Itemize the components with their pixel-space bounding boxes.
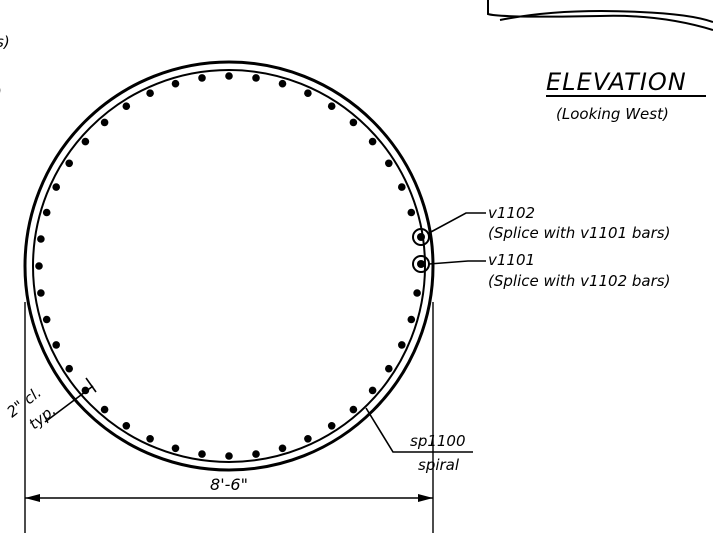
elevation-title: ELEVATION xyxy=(546,68,687,96)
rebar-dot xyxy=(398,183,406,191)
rebar-dot xyxy=(171,444,180,453)
rebar-dot xyxy=(42,208,51,217)
elevation-fragment xyxy=(487,0,713,31)
v1102-label: v1102 xyxy=(488,204,535,222)
rebar-dot xyxy=(225,72,233,80)
rebar-dot xyxy=(327,102,336,110)
rebar-dot xyxy=(81,137,90,146)
v1101-note: (Splice with v1102 bars) xyxy=(488,272,670,290)
rebar-dot xyxy=(52,341,60,349)
spiral-label: spiral xyxy=(418,456,460,474)
rebar-dot xyxy=(304,435,312,443)
rebar-dot xyxy=(225,452,233,460)
rebar-dot xyxy=(198,450,206,458)
rebar-dot xyxy=(407,315,416,324)
v1102-leader xyxy=(428,212,486,234)
rebar-dot xyxy=(278,444,287,453)
rebar-dot xyxy=(35,262,43,270)
left-fragment-2: ) xyxy=(0,83,2,101)
rebar-dot xyxy=(100,118,109,127)
rebar-dot xyxy=(65,159,73,168)
v1101-label: v1101 xyxy=(488,251,535,269)
rebar-dot xyxy=(146,89,154,97)
dimension-arrow-left xyxy=(25,494,40,502)
rebar-dot xyxy=(37,235,45,243)
spiral-circle xyxy=(32,69,426,463)
v1101-bar xyxy=(417,260,425,268)
rebar-dot xyxy=(42,315,51,324)
rebar-dot xyxy=(385,159,393,168)
rebar-dot xyxy=(368,137,377,146)
rebar-dot xyxy=(37,289,45,297)
rebar-dot xyxy=(278,79,287,88)
clearance-tick xyxy=(85,377,97,393)
v1102-note: (Splice with v1101 bars) xyxy=(488,224,670,242)
rebar-dot xyxy=(407,208,416,217)
v1102-bar-ring xyxy=(412,228,430,246)
rebar-dot xyxy=(146,435,154,443)
rebar-dot xyxy=(52,183,60,191)
elevation-subtitle: (Looking West) xyxy=(556,105,669,123)
column-outer-circle xyxy=(23,60,435,472)
v1102-bar xyxy=(417,233,425,241)
rebar-dot xyxy=(65,364,73,373)
dimension-text: 8'-6" xyxy=(210,475,248,494)
rebar-dot xyxy=(413,289,421,297)
longitudinal-bars xyxy=(35,72,421,460)
rebar-dot xyxy=(122,422,131,430)
spiral-leader xyxy=(365,407,473,453)
v1101-leader xyxy=(428,260,486,265)
spiral-mark: sp1100 xyxy=(410,432,466,450)
rebar-dot xyxy=(398,341,406,349)
rebar-dot xyxy=(349,405,358,414)
rebar-dot xyxy=(368,386,377,395)
rebar-dot xyxy=(252,450,260,458)
rebar-dot xyxy=(304,89,312,97)
rebar-dot xyxy=(327,422,336,430)
rebar-dot xyxy=(171,79,180,88)
rebar-dot xyxy=(198,74,206,82)
left-fragment-1: s) xyxy=(0,33,10,51)
rebar-dot xyxy=(122,102,131,110)
rebar-dot xyxy=(385,364,393,373)
clearance-leader xyxy=(44,385,94,423)
rebar-dot xyxy=(100,405,109,414)
dimension-arrow-right xyxy=(418,494,433,502)
rebar-dot xyxy=(252,74,260,82)
rebar-dot xyxy=(349,118,358,127)
